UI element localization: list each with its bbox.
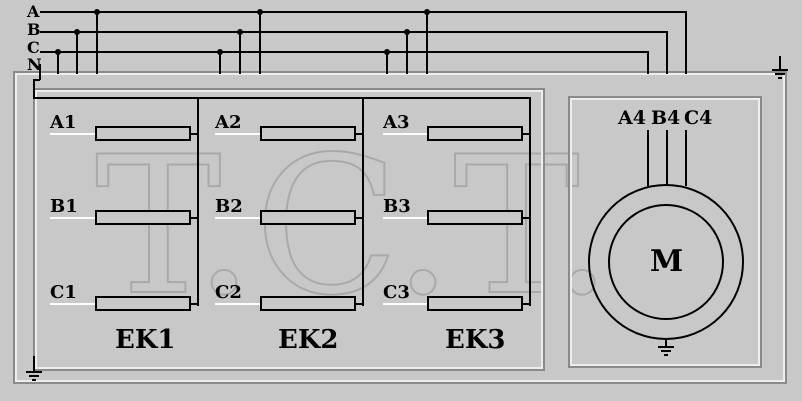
terminal-b3: B3 (383, 196, 411, 217)
heater-enclosure (33, 88, 545, 371)
terminal-a2: A2 (214, 112, 242, 133)
terminal-a3: A3 (382, 112, 410, 133)
terminal-c2: C2 (215, 282, 242, 303)
motor-label: M (650, 244, 683, 279)
outer-enclosure (13, 71, 787, 384)
terminal-b1: B1 (50, 196, 78, 217)
bus-label-a: A (26, 2, 40, 21)
terminal-c3: C3 (383, 282, 410, 303)
bus-label-b: B (27, 20, 41, 39)
terminal-b2: B2 (215, 196, 243, 217)
heater-group-ek2: A2 B2 C2 EK2 (214, 112, 363, 355)
terminal-a1: A1 (49, 112, 77, 133)
motor-enclosure (568, 96, 762, 368)
motor: A4 B4 C4 M (588, 107, 744, 356)
junction-dots (55, 9, 430, 55)
group-label-ek3: EK3 (445, 325, 506, 355)
group-label-ek1: EK1 (115, 325, 176, 355)
motor-terminal-c4: C4 (684, 107, 712, 129)
group-label-ek2: EK2 (278, 325, 339, 355)
heater-group-ek1: A1 B1 C1 EK1 (49, 112, 198, 355)
motor-terminal-a4: A4 (617, 107, 646, 129)
bus-label-c: C (27, 38, 40, 57)
motor-terminal-b4: B4 (651, 107, 680, 129)
terminal-c1: C1 (50, 282, 77, 303)
bus-wiring (26, 11, 788, 381)
bus-label-n: N (27, 55, 42, 74)
bus-labels: A B C N (26, 2, 42, 74)
heater-group-ek3: A3 B3 C3 EK3 (382, 112, 530, 355)
